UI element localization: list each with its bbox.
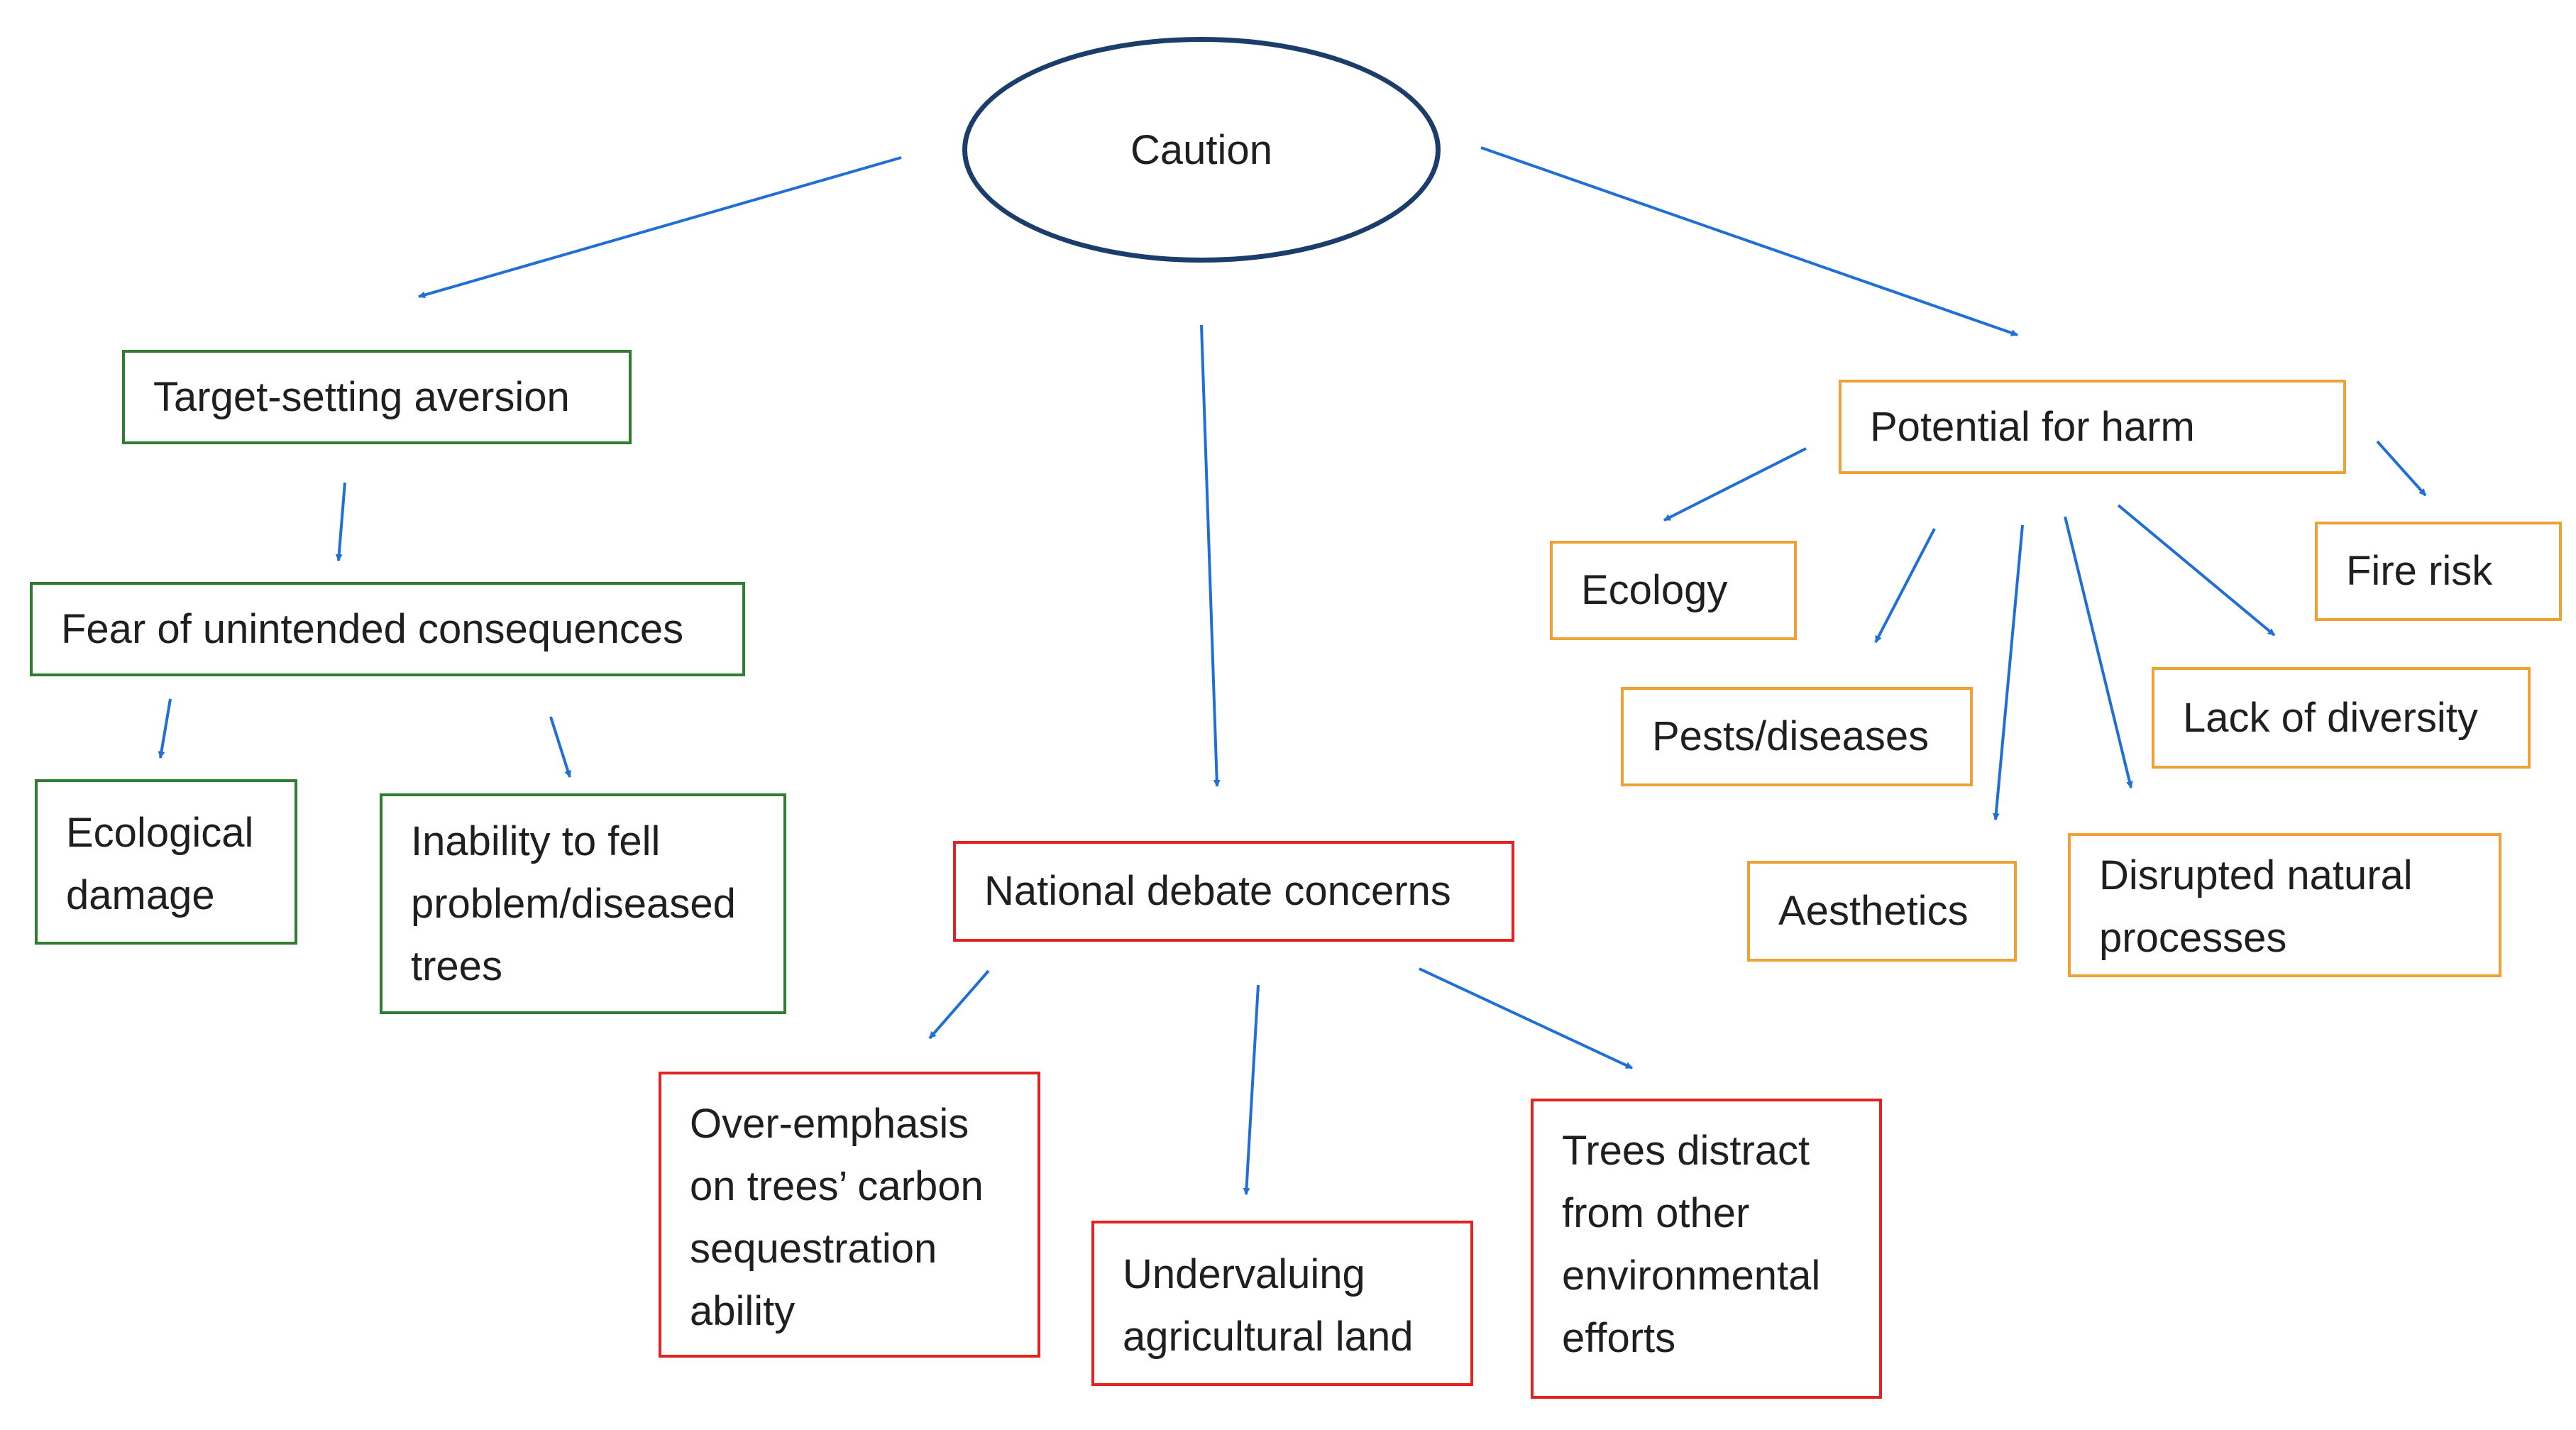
node-ecological-damage: Ecological damage bbox=[35, 779, 297, 945]
arrow-harm-to-ecology bbox=[1663, 447, 1807, 522]
arrow-national-to-over-emphasis bbox=[928, 969, 990, 1040]
node-over-emphasis-carbon: Over-emphasis on trees’ carbon sequestra… bbox=[659, 1072, 1040, 1358]
node-inability-to-fell: Inability to fell problem/diseased trees bbox=[380, 793, 786, 1014]
arrow-national-to-trees-distract bbox=[1419, 967, 1633, 1069]
node-undervaluing-agricultural-land: Undervaluing agricultural land bbox=[1091, 1221, 1473, 1386]
arrow-fear-to-ecological-damage bbox=[158, 698, 172, 759]
arrow-target-to-fear bbox=[335, 482, 346, 561]
node-lack-of-diversity: Lack of diversity bbox=[2152, 667, 2531, 769]
node-aesthetics: Aesthetics bbox=[1747, 861, 2017, 962]
node-pests-diseases: Pests/diseases bbox=[1621, 687, 1973, 786]
arrow-national-to-undervaluing bbox=[1243, 984, 1260, 1195]
arrow-fear-to-inability-fell bbox=[549, 716, 572, 778]
arrow-caution-to-national-debate bbox=[1200, 324, 1221, 787]
arrow-caution-to-target-setting bbox=[418, 156, 902, 299]
arrow-harm-to-disrupted bbox=[2064, 516, 2133, 788]
node-trees-distract: Trees distract from other environmental … bbox=[1531, 1099, 1882, 1399]
node-ecology: Ecology bbox=[1550, 541, 1797, 640]
arrow-harm-to-fire-risk bbox=[2376, 440, 2427, 497]
arrow-caution-to-potential-harm bbox=[1480, 146, 2018, 336]
node-target-setting-aversion: Target-setting aversion bbox=[122, 350, 632, 444]
arrow-harm-to-lack-diversity bbox=[2117, 504, 2276, 637]
node-disrupted-natural-processes: Disrupted natural processes bbox=[2068, 833, 2501, 977]
node-potential-for-harm: Potential for harm bbox=[1839, 380, 2346, 474]
node-national-debate-concerns: National debate concerns bbox=[953, 841, 1514, 942]
node-fire-risk: Fire risk bbox=[2315, 522, 2562, 621]
arrow-harm-to-aesthetics bbox=[1992, 524, 2024, 820]
root-node-caution: Caution bbox=[962, 37, 1441, 263]
node-fear-of-unintended-consequences: Fear of unintended consequences bbox=[30, 582, 745, 676]
arrow-harm-to-pests bbox=[1874, 528, 1936, 643]
